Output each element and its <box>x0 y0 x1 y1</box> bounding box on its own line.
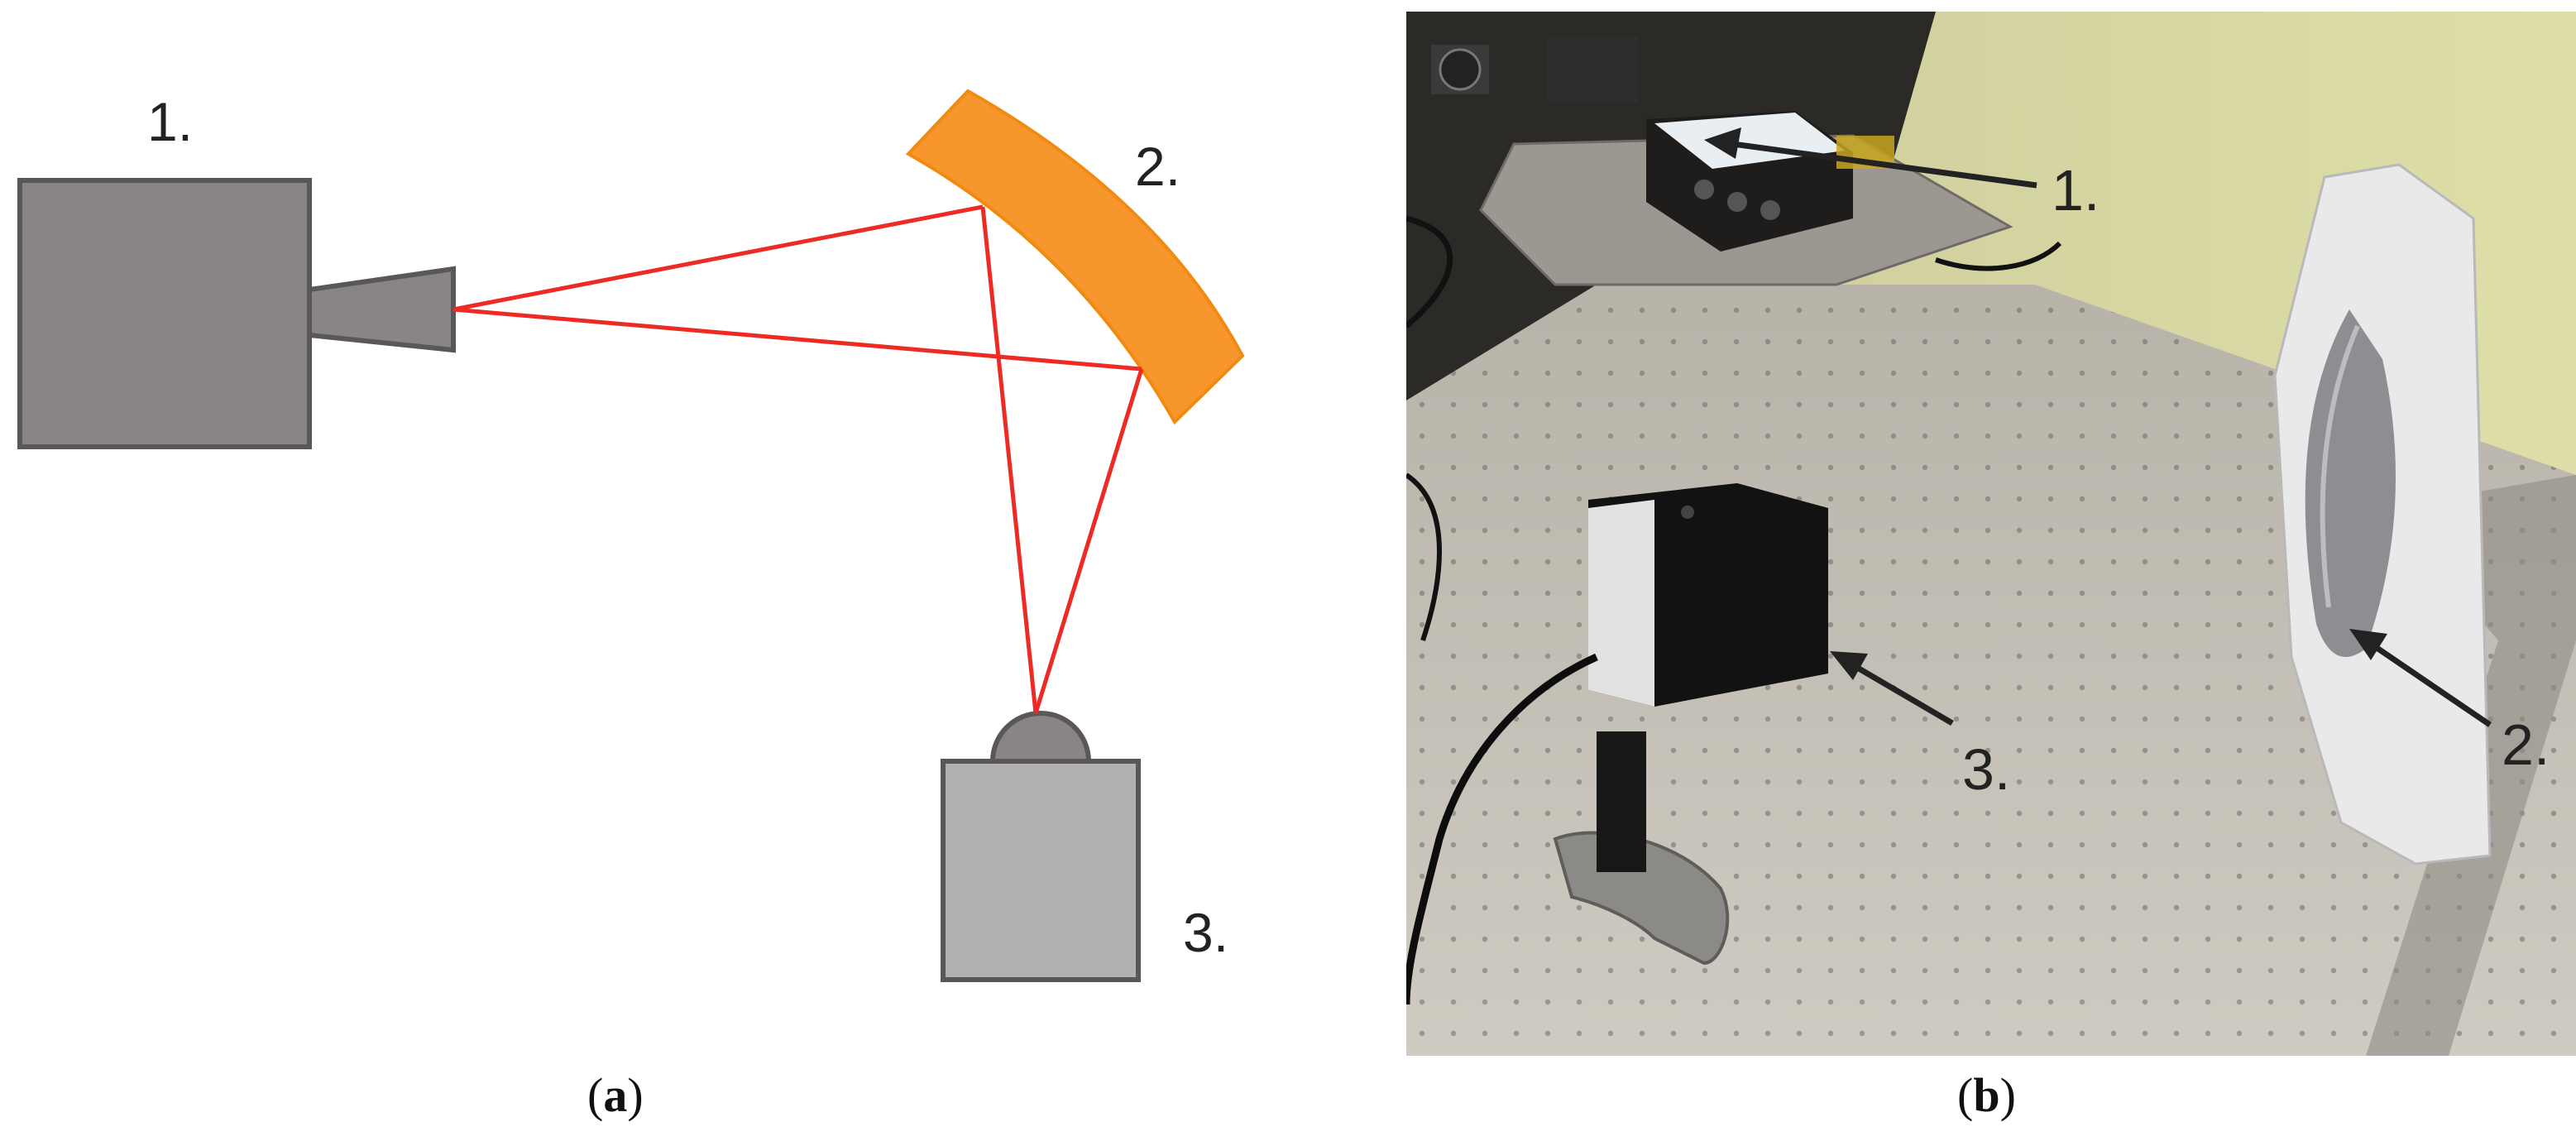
label-detector: 3. <box>1183 902 1228 963</box>
arrow-source <box>1720 139 2037 189</box>
caption-letter: a <box>603 1068 628 1122</box>
caption-paren: ( <box>1957 1068 1974 1122</box>
photo-label-mirror: 2. <box>2502 712 2550 777</box>
caption-paren: ) <box>627 1068 644 1122</box>
label-mirror: 2. <box>1135 136 1180 197</box>
connector <box>1727 192 1747 212</box>
arrow-mirror <box>2364 638 2492 727</box>
pointer-arrows <box>1704 127 2492 727</box>
caption-a: (a) <box>587 1067 644 1123</box>
caption-letter: b <box>1973 1068 2000 1122</box>
arrowhead <box>1704 127 1741 159</box>
source-horn <box>307 266 456 353</box>
mirror-rim <box>2320 324 2360 608</box>
power-module <box>1547 36 1638 103</box>
beam-line <box>1033 368 1144 714</box>
cable <box>1406 472 1442 641</box>
fan-icon <box>1439 48 1482 91</box>
concave-mirror <box>905 89 1245 425</box>
detector-window <box>1588 500 1654 707</box>
caption-paren: ( <box>587 1068 604 1122</box>
connector <box>1694 180 1714 199</box>
setup-photo: 1. 2. 3. <box>1406 12 2576 1056</box>
detector-post <box>1597 731 1646 872</box>
beam-line <box>980 206 1038 714</box>
label-source: 1. <box>147 91 193 152</box>
beam-line <box>452 204 984 312</box>
beam-paths <box>452 204 1144 714</box>
mirror-surface <box>2305 309 2396 657</box>
cable <box>1406 215 1453 328</box>
schematic-svg: 1. 2. 3. <box>17 89 1245 982</box>
arrowhead <box>1830 651 1868 680</box>
detector-body <box>941 759 1141 982</box>
photo-label-source: 1. <box>2052 158 2100 223</box>
detector-hole <box>1681 506 1694 519</box>
caption-b: (b) <box>1957 1067 2016 1123</box>
caption-paren: ) <box>1999 1068 2016 1122</box>
source-device <box>17 178 456 449</box>
source-body <box>17 178 312 449</box>
cable <box>1935 241 2062 271</box>
arrowhead <box>2349 629 2387 660</box>
connector <box>1760 200 1780 220</box>
setup-photo-svg: 1. 2. 3. <box>1406 12 2576 1056</box>
schematic-panel: 1. 2. 3. <box>0 0 1290 1137</box>
detector-cable <box>1406 653 1598 1005</box>
photo-label-detector: 3. <box>1962 737 2010 802</box>
arrow-detector <box>1843 657 1954 726</box>
beam-line <box>452 307 1142 372</box>
detector-dome <box>989 711 1092 764</box>
detector-device <box>941 711 1141 982</box>
